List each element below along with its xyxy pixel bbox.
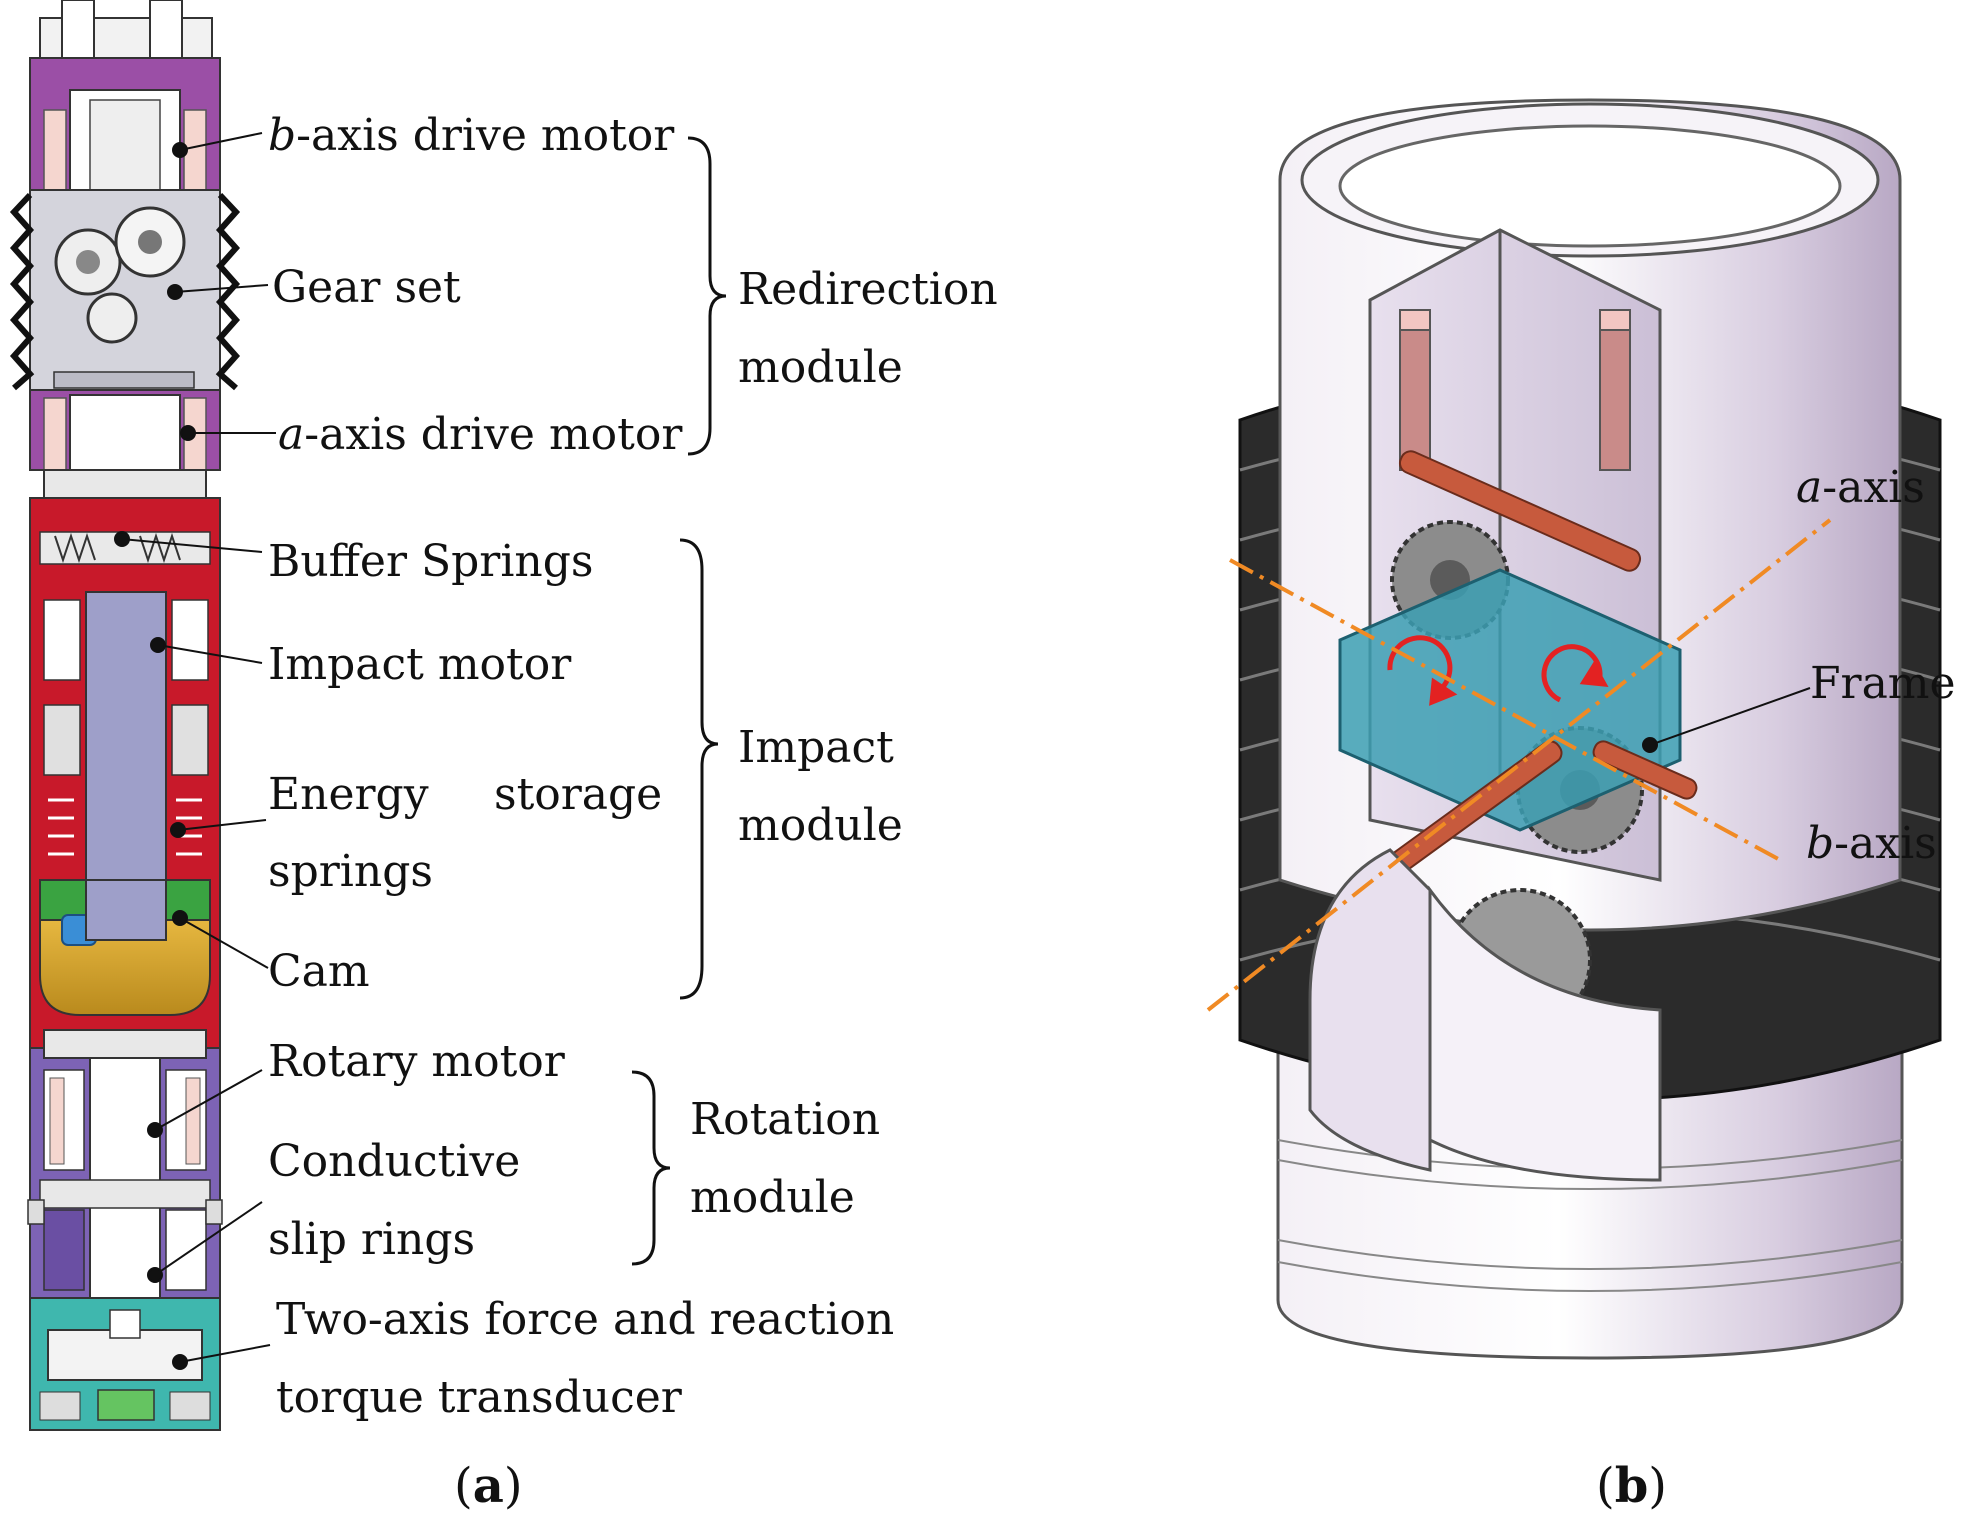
panel-a-leaders xyxy=(114,132,276,1370)
label-a-axis-drive-motor: a-axis drive motor xyxy=(278,413,682,457)
label-gear-set: Gear set xyxy=(272,262,461,313)
a-axis-line xyxy=(1206,518,1832,1012)
label-a-axis-drive-motor-text: -axis drive motor xyxy=(304,409,683,460)
label-b-axis-letter: b xyxy=(268,110,297,161)
panel-b-module xyxy=(1238,98,1942,1360)
label-a-axis-text: -axis xyxy=(1822,462,1925,513)
label-energy-word1: Energy xyxy=(268,769,429,820)
label-redirection-module: module xyxy=(738,342,903,393)
label-b-axis-text: -axis xyxy=(1834,818,1937,869)
label-redirection: Redirection xyxy=(738,264,998,315)
label-a-axis: a-axis xyxy=(1796,466,1925,510)
redirection-section xyxy=(9,57,241,499)
label-a-axis-letter-b: a xyxy=(1796,462,1823,513)
label-conductive: Conductive xyxy=(268,1136,521,1187)
label-rotation: Rotation xyxy=(690,1094,881,1145)
label-impact-motor: Impact motor xyxy=(268,639,572,690)
label-a-axis-letter: a xyxy=(278,409,305,460)
transducer-section xyxy=(29,1297,221,1431)
caption-a: (a) xyxy=(454,1458,523,1514)
label-energy-springs: springs xyxy=(268,846,433,897)
label-energy-word2: storage xyxy=(494,769,663,820)
label-b-axis: b-axis xyxy=(1806,822,1937,866)
label-frame: Frame xyxy=(1810,658,1956,709)
caption-b-letter: b xyxy=(1614,1458,1649,1514)
impact-section xyxy=(29,497,221,1049)
label-cam: Cam xyxy=(268,946,370,997)
label-transducer-line1: Two-axis force and reaction xyxy=(276,1294,895,1345)
rotation-arrows xyxy=(1387,635,1609,706)
caption-b: (b) xyxy=(1596,1458,1668,1514)
b-axis-line xyxy=(1229,558,1781,862)
label-buffer-springs: Buffer Springs xyxy=(268,536,594,587)
caption-a-letter: a xyxy=(472,1458,504,1514)
axis-lines xyxy=(1206,518,1832,1012)
label-b-axis-drive-motor-text: -axis drive motor xyxy=(296,110,675,161)
label-impact: Impact xyxy=(738,722,894,773)
label-b-axis-drive-motor: b-axis drive motor xyxy=(268,114,674,158)
label-transducer-line2: torque transducer xyxy=(276,1372,682,1423)
panel-a-braces xyxy=(631,136,727,1266)
label-rotary-motor: Rotary motor xyxy=(268,1036,565,1087)
label-slip-rings: slip rings xyxy=(268,1214,476,1265)
panel-a-column xyxy=(9,0,241,1431)
frame-leader xyxy=(1642,687,1811,753)
rotation-section xyxy=(27,1029,223,1299)
label-impact-module: module xyxy=(738,800,903,851)
label-b-axis-letter-b: b xyxy=(1806,818,1835,869)
label-rotation-module: module xyxy=(690,1172,855,1223)
